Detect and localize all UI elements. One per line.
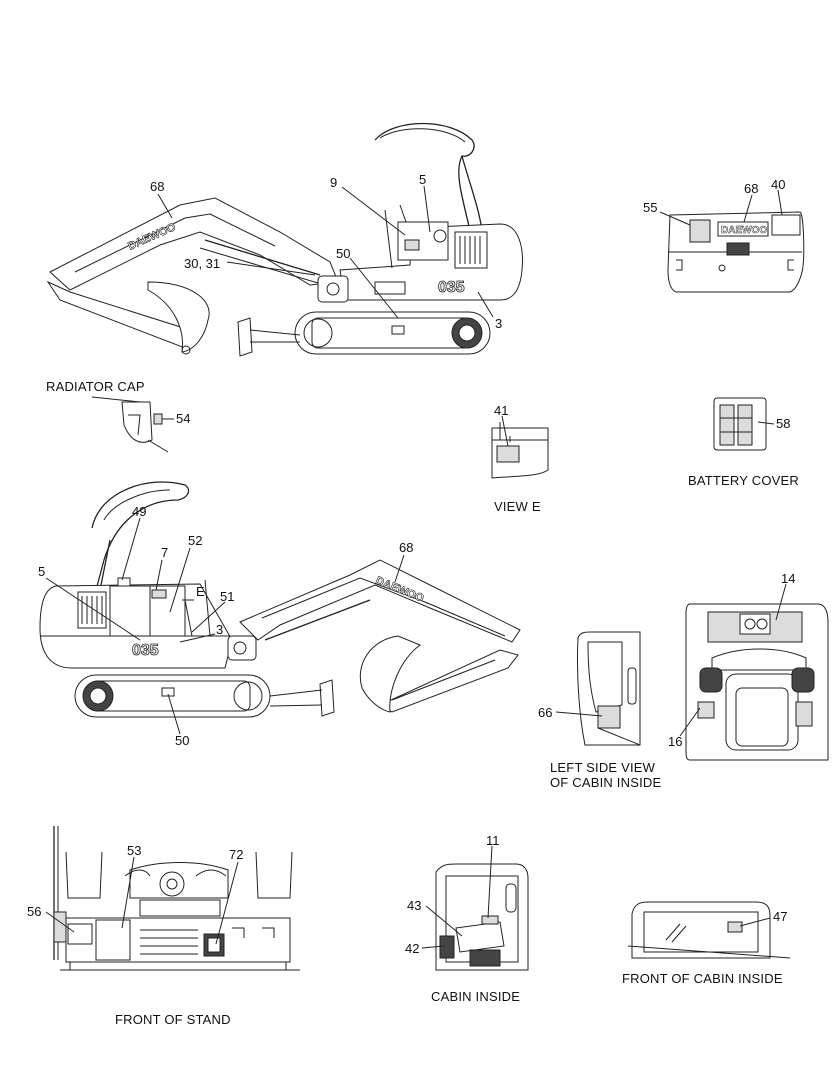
rear-brand: DAEWOO (721, 225, 767, 236)
excavator-left-side-view: 035 E DAEWOO (39, 481, 521, 718)
callout-side-52: 52 (188, 533, 202, 548)
excavator-right-side-view: 035 DAEWOO (46, 122, 523, 357)
callout-top-68: 68 (150, 179, 164, 194)
callout-bat-58: 58 (776, 416, 790, 431)
callout-stand-56: 56 (27, 904, 41, 919)
view-e (491, 422, 549, 479)
top-leaders (157, 185, 494, 319)
left-side-view-title-1: LEFT SIDE VIEW (550, 760, 656, 775)
callout-cab-16: 16 (668, 734, 682, 749)
callout-inside-11: 11 (486, 833, 500, 848)
callout-stand-72: 72 (229, 847, 243, 862)
radiator-cap-title: RADIATOR CAP (46, 379, 145, 394)
callout-top-5: 5 (419, 172, 426, 187)
callout-side-49: 49 (132, 504, 146, 519)
callout-cab-66: 66 (538, 705, 552, 720)
callout-rear-55: 55 (643, 200, 657, 215)
battery-cover-view (713, 397, 767, 451)
cabin-top-view (685, 603, 829, 761)
rear-counterweight-view: DAEWOO (667, 211, 805, 293)
callout-front-47: 47 (773, 909, 787, 924)
callout-inside-42: 42 (405, 941, 419, 956)
view-e-marker: E (196, 584, 205, 599)
callout-side-7: 7 (161, 545, 168, 560)
callout-inside-43: 43 (407, 898, 421, 913)
front-of-cabin-inside-title: FRONT OF CABIN INSIDE (622, 971, 783, 986)
callout-view-41: 41 (494, 403, 508, 418)
cabin-inside-view (435, 863, 529, 971)
callout-side-3: 3 (216, 622, 223, 637)
callout-rear-68: 68 (744, 181, 758, 196)
side-model-marking: 035 (132, 642, 159, 659)
battery-cover-title: BATTERY COVER (688, 473, 799, 488)
callout-top-50: 50 (336, 246, 350, 261)
view-e-title: VIEW E (494, 499, 541, 514)
callout-side-50: 50 (175, 733, 189, 748)
front-of-stand-title: FRONT OF STAND (115, 1012, 231, 1027)
callout-stand-53: 53 (127, 843, 141, 858)
left-side-view-title-2: OF CABIN INSIDE (550, 775, 661, 790)
callout-side-5: 5 (38, 564, 45, 579)
callout-rear-40: 40 (771, 177, 785, 192)
callout-top-30-31: 30, 31 (184, 256, 220, 271)
front-cabin-inside-view (627, 901, 791, 959)
callout-side-51: 51 (220, 589, 234, 604)
side-leaders (45, 517, 405, 735)
cabin-inside-title: CABIN INSIDE (431, 989, 520, 1004)
callout-rad-54: 54 (176, 411, 190, 426)
callout-top-3: 3 (495, 316, 502, 331)
callout-side-68: 68 (399, 540, 413, 555)
model-marking: 035 (438, 279, 465, 296)
callout-top-9: 9 (330, 175, 337, 190)
front-of-stand-view (53, 826, 300, 971)
callout-cab-14: 14 (781, 571, 795, 586)
radiator-cap-view (121, 401, 169, 453)
cabin-left-side-view (576, 631, 641, 746)
